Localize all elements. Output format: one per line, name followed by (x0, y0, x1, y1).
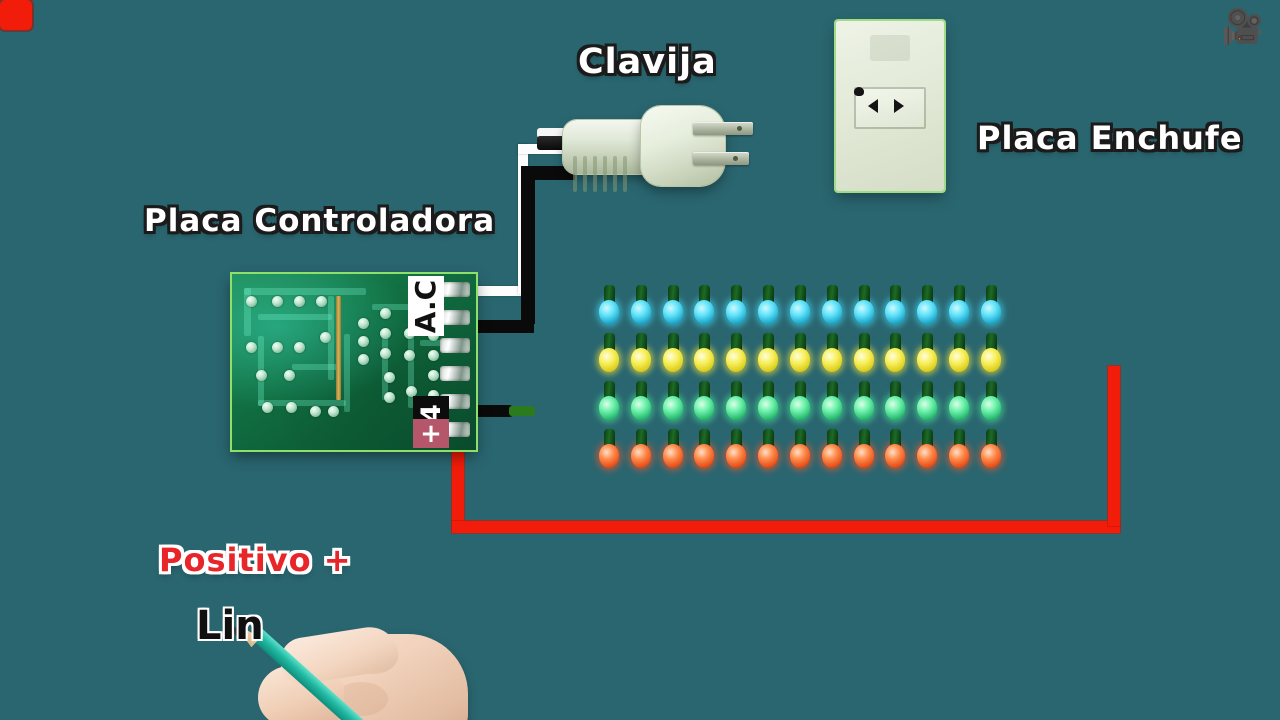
led (596, 381, 622, 427)
board-label-ac: A.C (408, 276, 444, 336)
led (946, 429, 973, 475)
led (755, 429, 782, 475)
led (755, 285, 782, 331)
label-positivo: Positivo + (159, 541, 352, 579)
led-row-orange (596, 429, 1004, 475)
socket-right-slot-icon (894, 99, 904, 113)
wire-red-segment-1 (452, 436, 464, 530)
plate-recess (870, 35, 910, 61)
led (691, 333, 718, 379)
label-linea-partial: Lin (196, 603, 264, 649)
plug-cord-white (537, 128, 569, 138)
led (818, 381, 845, 427)
led (723, 381, 750, 427)
outlet-socket (854, 87, 926, 129)
hand-with-pencil (236, 610, 468, 720)
led (914, 429, 941, 475)
led (850, 381, 877, 427)
wire-red-segment-3 (1108, 366, 1120, 526)
led-matrix (596, 285, 1004, 475)
label-placa-controladora: Placa Controladora (144, 203, 496, 239)
led (882, 333, 909, 379)
led (946, 285, 973, 331)
led (818, 285, 845, 331)
label-clavija: Clavija (578, 42, 717, 82)
terminal-4 (440, 366, 470, 381)
led (882, 285, 909, 331)
led (850, 285, 877, 331)
socket-left-slot-icon (868, 99, 878, 113)
led (755, 333, 782, 379)
led (596, 285, 622, 331)
plug-cord-black (537, 136, 569, 150)
led (659, 285, 686, 331)
led (659, 333, 686, 379)
led (786, 333, 813, 379)
wire-black-segment-1 (462, 320, 534, 333)
led (659, 429, 686, 475)
plug-head (641, 106, 725, 186)
led (914, 381, 941, 427)
led (723, 285, 750, 331)
led-row-cyan (596, 285, 1004, 331)
led (977, 333, 1004, 379)
terminal-1 (440, 282, 470, 297)
led (786, 285, 813, 331)
board-label-positive: + (413, 419, 449, 449)
plug-prong-top (693, 122, 753, 135)
movie-camera-icon: 🎥 (1221, 7, 1264, 47)
red-terminal-block (0, 0, 32, 30)
led (818, 333, 845, 379)
led (882, 381, 909, 427)
led (946, 381, 973, 427)
wire-black-segment-2 (521, 166, 535, 324)
led (627, 333, 654, 379)
plug-prong-bottom (693, 152, 749, 165)
led (596, 429, 622, 475)
terminal-2 (440, 310, 470, 325)
led-row-yellow (596, 333, 1004, 379)
led (755, 381, 782, 427)
led (977, 381, 1004, 427)
led (659, 381, 686, 427)
pencil-body (248, 625, 371, 720)
led (786, 429, 813, 475)
wire-black-segment-3 (521, 166, 575, 180)
led (882, 429, 909, 475)
led (977, 429, 1004, 475)
led (627, 429, 654, 475)
led-row-green (596, 381, 1004, 427)
led (691, 381, 718, 427)
ac-plug (537, 92, 753, 192)
led (977, 285, 1004, 331)
led (723, 429, 750, 475)
terminal-3 (440, 338, 470, 353)
label-placa-enchufe: Placa Enchufe (977, 119, 1243, 157)
led (596, 333, 622, 379)
wire-white-segment-1 (462, 286, 528, 296)
led (723, 333, 750, 379)
led (627, 381, 654, 427)
wire-red-segment-2 (452, 521, 1120, 533)
socket-ground-slot-icon (854, 87, 864, 96)
led (627, 285, 654, 331)
wire-green-tip (509, 406, 535, 416)
led (691, 429, 718, 475)
led (914, 333, 941, 379)
wall-outlet-plate (836, 21, 944, 191)
led (818, 429, 845, 475)
led (786, 381, 813, 427)
led (850, 333, 877, 379)
led (691, 285, 718, 331)
led (914, 285, 941, 331)
led (850, 429, 877, 475)
led (946, 333, 973, 379)
